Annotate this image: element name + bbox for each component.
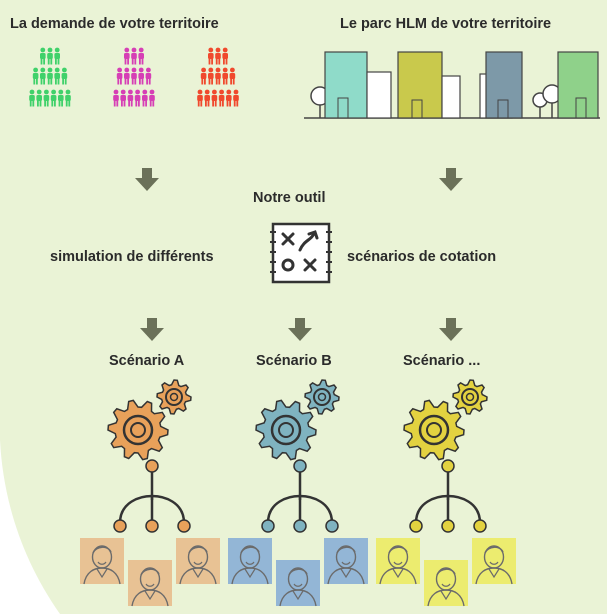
people-icon: [29, 47, 71, 107]
arrow-down-icon: [288, 318, 312, 341]
tree-diagram-icon: [261, 459, 339, 533]
scenario-column: [376, 379, 516, 607]
user-icon: [376, 538, 420, 585]
demand-people-groups: [29, 47, 239, 107]
building-icon: [324, 51, 392, 119]
user-icon: [128, 560, 172, 607]
gear-icon: [452, 379, 488, 415]
arrow-down-icon: [439, 318, 463, 341]
scenario-b-label: Scénario B: [256, 353, 332, 369]
gear-icon: [156, 379, 192, 415]
arrow-down-icon: [135, 168, 159, 191]
user-icon: [472, 538, 516, 585]
scenario-columns: [80, 379, 516, 607]
scenario-a-label: Scénario A: [109, 353, 185, 369]
people-icon: [113, 47, 155, 107]
flow-arrows: [135, 168, 463, 341]
arrow-down-icon: [140, 318, 164, 341]
scenario-column: [80, 379, 220, 607]
user-icon: [276, 560, 320, 607]
arrow-down-icon: [439, 168, 463, 191]
gear-icon: [107, 399, 169, 461]
demand-heading: La demande de votre territoire: [10, 16, 219, 32]
tree-icon: [532, 84, 562, 118]
user-icon: [80, 538, 124, 585]
tool-right-text: scénarios de cotation: [347, 249, 497, 265]
housing-heading: Le parc HLM de votre territoire: [340, 16, 552, 32]
strategy-icon: [270, 222, 332, 284]
user-icon: [228, 538, 272, 585]
housing-buildings: [304, 51, 600, 119]
user-icon: [424, 560, 468, 607]
building-icon: [397, 51, 461, 119]
user-icon: [324, 538, 368, 585]
user-icon: [176, 538, 220, 585]
tool-left-text: simulation de différents: [50, 249, 214, 265]
gear-icon: [304, 379, 340, 415]
tree-diagram-icon: [113, 459, 191, 533]
gear-icon: [403, 399, 465, 461]
gear-icon: [255, 399, 317, 461]
tool-title: Notre outil: [253, 190, 326, 206]
building-icon: [557, 51, 599, 119]
scenario-c-label: Scénario ...: [403, 353, 481, 369]
tree-diagram-icon: [409, 459, 487, 533]
people-icon: [197, 47, 239, 107]
scenario-column: [228, 379, 368, 607]
building-icon: [479, 51, 523, 119]
